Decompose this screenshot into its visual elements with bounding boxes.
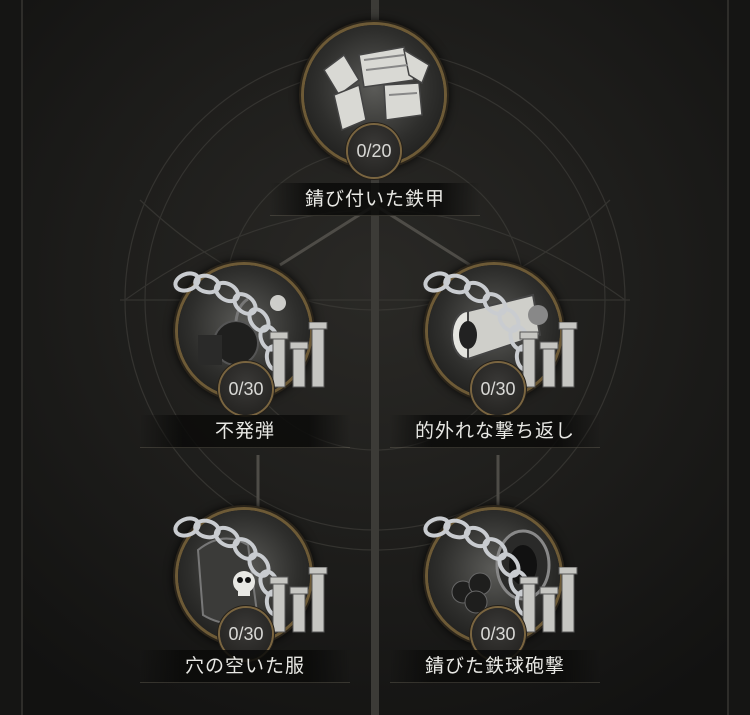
skill-label: 穴の空いた服: [140, 650, 350, 683]
pillar-icon: [519, 322, 578, 388]
skill-node-missed-counter[interactable]: 0/30 的外れな撃ち返し: [390, 260, 600, 450]
cannon-icon: [428, 265, 560, 397]
pillar-icon: [519, 567, 578, 633]
skill-node-rusted-cannonball[interactable]: 0/30 錆びた鉄球砲撃: [390, 505, 600, 695]
progress-counter: 0/30: [220, 363, 272, 415]
pillar-icon: [269, 567, 328, 633]
progress-counter: 0/20: [348, 125, 400, 177]
skill-label: 的外れな撃ち返し: [390, 415, 600, 448]
skill-label: 錆びた鉄球砲撃: [390, 650, 600, 683]
skill-label: 錆び付いた鉄甲: [270, 183, 480, 216]
skill-node-rusted-armor[interactable]: 0/20 錆び付いた鉄甲: [270, 25, 480, 216]
skill-node-holed-clothes[interactable]: 0/30 穴の空いた服: [140, 505, 350, 695]
skill-node-dud-shell[interactable]: 0/30 不発弾: [140, 260, 350, 450]
progress-counter: 0/30: [472, 363, 524, 415]
pillar-icon: [269, 322, 328, 388]
skill-label: 不発弾: [140, 415, 350, 448]
